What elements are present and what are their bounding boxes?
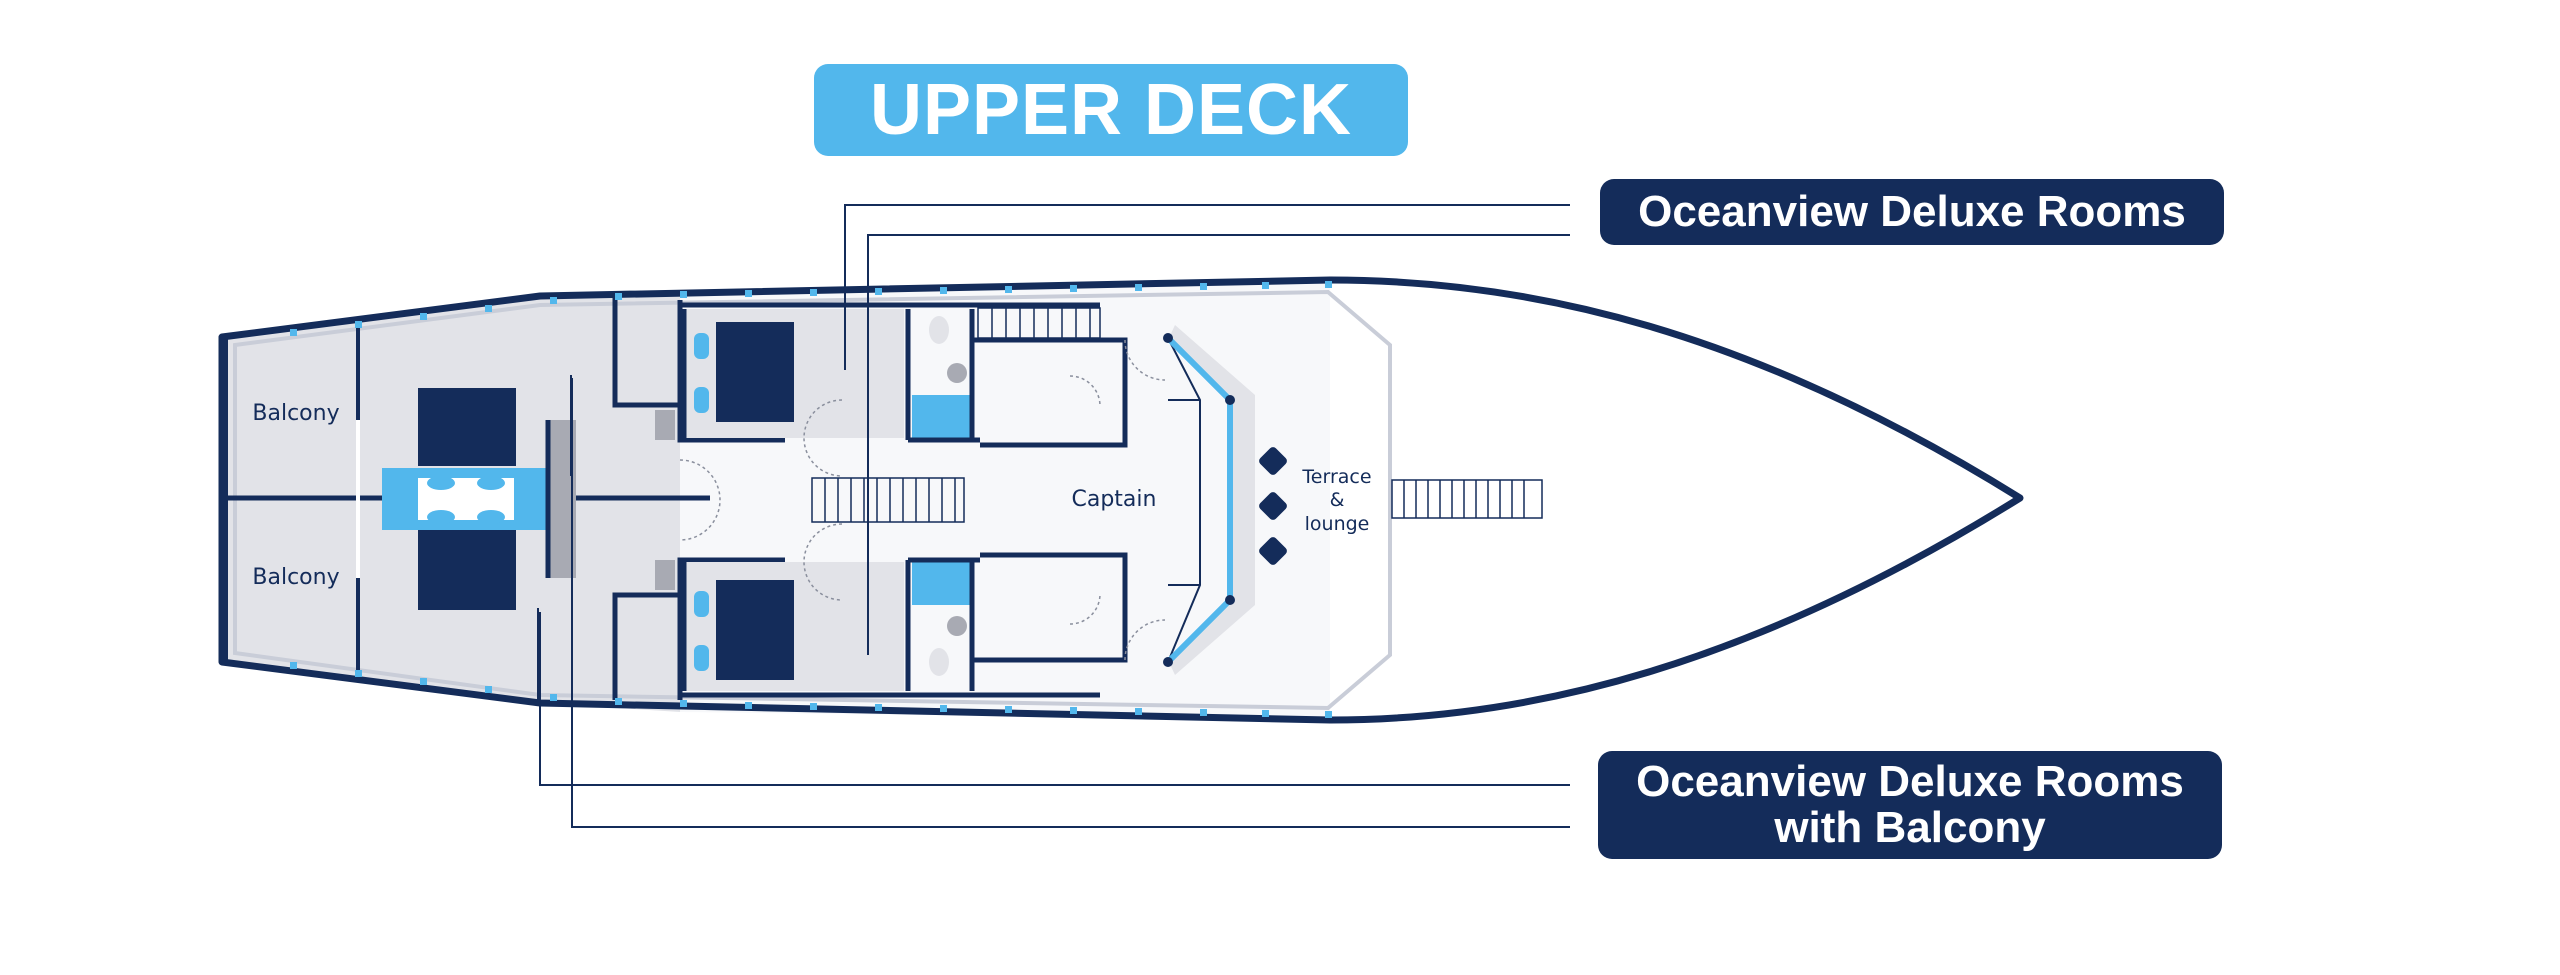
- bed-top: [418, 388, 516, 466]
- hull-outline: [218, 276, 2024, 724]
- hull-lights: [290, 281, 1332, 718]
- stairs-bow: [1391, 479, 1543, 519]
- stairs-top: [977, 307, 1101, 339]
- cabin-partitions: [908, 309, 1128, 691]
- cabin-chairs: [694, 333, 709, 671]
- captain-label: Captain: [1072, 487, 1157, 512]
- lounge-stools: [1259, 447, 1287, 565]
- oceanview-balcony-label: Oceanview Deluxe Rooms with Balcony: [1598, 751, 2222, 859]
- leader-lines: [539, 204, 1570, 828]
- balcony-bottom-label: Balcony: [252, 565, 339, 590]
- cabin-bed-top: [716, 322, 794, 422]
- captain-console: [1167, 337, 1201, 663]
- deck-title: UPPER DECK: [814, 64, 1408, 156]
- bed-bottom: [418, 530, 516, 610]
- cabin-bed-bottom: [716, 580, 794, 680]
- oceanview-deluxe-text: Oceanview Deluxe Rooms: [1638, 187, 2186, 236]
- terrace-bench: [1168, 325, 1255, 675]
- table-chairs: [427, 476, 505, 524]
- door-swings: [679, 339, 1166, 661]
- oceanview-deluxe-label: Oceanview Deluxe Rooms: [1600, 179, 2224, 245]
- terrace-label-line3: lounge: [1305, 513, 1370, 535]
- terrace-label-line1: Terrace: [1301, 466, 1371, 488]
- oceanview-balcony-line1: Oceanview Deluxe Rooms: [1636, 757, 2184, 806]
- balcony-top-label: Balcony: [252, 401, 339, 426]
- shower-bottom: [912, 561, 970, 605]
- oceanview-balcony-line2: with Balcony: [1774, 803, 2046, 852]
- terrace-label-line2: &: [1330, 489, 1345, 511]
- inner-rail: [233, 289, 1392, 711]
- bathroom-walls: [612, 296, 1100, 700]
- cabin-walls: [681, 309, 911, 691]
- toilet-icons: [640, 316, 967, 676]
- terrace-rail: [1165, 335, 1233, 665]
- stairs-main: [811, 477, 965, 523]
- shower-top: [912, 395, 970, 439]
